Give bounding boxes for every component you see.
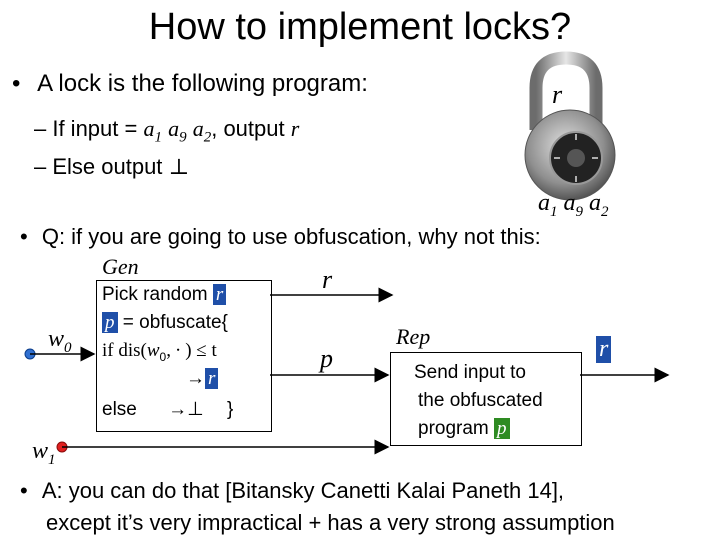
- var-a9-sub: 9: [179, 129, 187, 146]
- rep-line-3-text: program: [418, 418, 495, 439]
- bullet-dot: •: [12, 70, 21, 97]
- combo-a9: a: [563, 190, 576, 216]
- var-a1-sub: 1: [154, 129, 162, 146]
- sub-bullet-1-prefix: – If input =: [34, 116, 144, 141]
- combo-a9-sub: 9: [575, 203, 584, 220]
- gen-line-5: else →⊥ }: [102, 398, 233, 421]
- rep-label: Rep: [396, 324, 431, 349]
- gen-label: Gen: [102, 254, 139, 279]
- padlock-shackle: [529, 51, 603, 130]
- bullet-2: • Q: if you are going to use obfuscation…: [20, 224, 541, 250]
- gen-close-brace: }: [226, 399, 234, 420]
- rep-line-3: program p: [418, 418, 510, 440]
- var-a2: a: [192, 116, 204, 141]
- gen-line-4: →r: [186, 368, 219, 390]
- w1-sub: 1: [48, 451, 56, 468]
- bullet-3: • A: you can do that [Bitansky Canetti K…: [20, 478, 564, 504]
- w0-sub: 0: [64, 339, 72, 356]
- bullet-1-text: A lock is the following program:: [37, 70, 368, 97]
- bullet-dot: •: [20, 478, 28, 503]
- bullet-1: • A lock is the following program:: [12, 70, 368, 98]
- bullet-dot: •: [20, 224, 28, 249]
- gen-w-sub: 0: [159, 349, 167, 364]
- padlock-dial-center: [567, 149, 585, 167]
- gen-line-1-text: Pick random: [102, 284, 213, 305]
- gen-box: [96, 280, 272, 432]
- var-a9: a: [168, 116, 180, 141]
- combo-a1-sub: 1: [550, 203, 558, 220]
- w0-label: w0: [48, 326, 72, 357]
- bullet-3-line-1: A: you can do that [Bitansky Canetti Kal…: [41, 478, 565, 503]
- var-a2-sub: 2: [203, 129, 212, 146]
- rep-line-1: Send input to: [414, 362, 526, 383]
- gen-output-r: r: [205, 368, 219, 389]
- combo-a1: a: [538, 190, 550, 216]
- w1-label: w1: [32, 438, 56, 469]
- gen-else: else: [102, 399, 137, 420]
- bullet-2-text: Q: if you are going to use obfuscation, …: [41, 224, 541, 249]
- bullet-3-line-2: except it’s very impractical + has a ver…: [46, 510, 615, 535]
- sub-bullet-2-prefix: – Else output: [34, 154, 169, 179]
- rep-box: [390, 352, 582, 446]
- combo-a2: a: [589, 190, 601, 216]
- var-a1: a: [143, 116, 155, 141]
- w0-var: w: [48, 326, 65, 352]
- slide-title: How to implement locks?: [148, 6, 572, 48]
- gen-if-dis: if dis(: [102, 340, 147, 361]
- rep-output-r: r: [596, 336, 612, 363]
- gen-line-3: if dis(w0, ∙ ) ≤ t: [102, 340, 217, 364]
- sub-bullet-2: – Else output ⊥: [34, 154, 189, 180]
- gen-p: p: [102, 312, 118, 333]
- gen-w: w: [146, 340, 160, 361]
- lock-label-r: r: [552, 80, 563, 109]
- gen-line-2: p = obfuscate{: [102, 312, 228, 334]
- gen-line-1: Pick random r: [102, 284, 227, 306]
- w1-var: w: [32, 438, 49, 464]
- sub-bullet-1: – If input = a1 a9 a2, output r: [34, 116, 299, 146]
- arrow-icon: →: [186, 368, 205, 389]
- gen-line-2-text: = obfuscate{: [117, 312, 228, 333]
- output-r-label: r: [322, 265, 333, 294]
- gen-random-r: r: [212, 284, 227, 305]
- bottom-symbol: ⊥: [168, 154, 190, 179]
- sub-bullet-1-suffix: , output: [211, 116, 291, 141]
- rep-program-p: p: [494, 418, 510, 439]
- rep-line-2: the obfuscated: [418, 390, 543, 411]
- output-p-label: p: [320, 344, 333, 373]
- combo-a2-sub: 2: [601, 203, 609, 220]
- gen-output-bottom: →⊥: [168, 399, 204, 420]
- var-r: r: [290, 116, 300, 141]
- gen-threshold: , ∙ ) ≤ t: [166, 340, 217, 361]
- combination-label: a1 a9 a2: [538, 190, 609, 221]
